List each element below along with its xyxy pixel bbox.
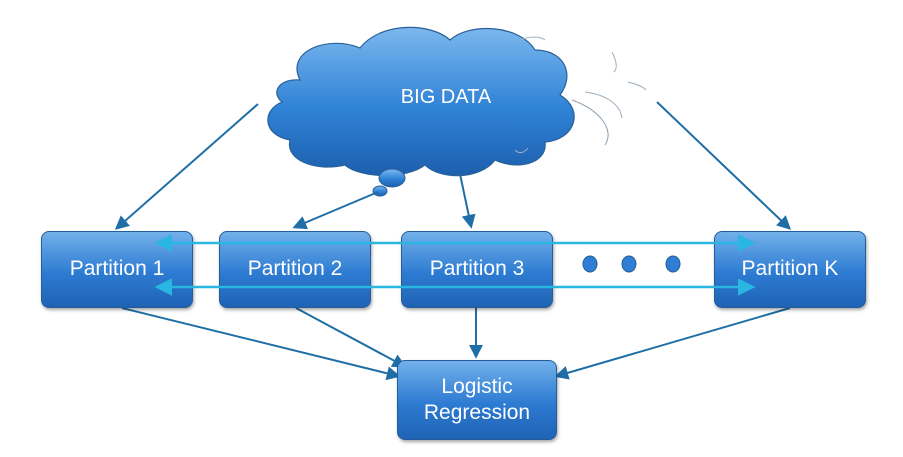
partition-1-box: Partition 1 bbox=[41, 231, 193, 308]
arrow-partition-1-to-model bbox=[121, 307, 401, 381]
model-label-line-1: Logistic bbox=[441, 374, 513, 398]
model-label-line-2: Regression bbox=[423, 401, 531, 424]
partition-k-label: Partition K bbox=[741, 257, 839, 281]
arrow-cloud-to-partition-3 bbox=[459, 173, 476, 229]
arrow-to-partition-1 bbox=[114, 103, 259, 230]
partition-3-box: Partition 3 bbox=[401, 231, 553, 308]
partition-2-label: Partition 2 bbox=[247, 257, 343, 281]
ellipsis-dot bbox=[582, 255, 598, 273]
partition-3-label: Partition 3 bbox=[429, 257, 525, 281]
big-data-label: BIG DATA bbox=[400, 86, 492, 108]
partition-1-label: Partition 1 bbox=[69, 257, 165, 281]
partition-2-box: Partition 2 bbox=[219, 231, 371, 308]
big-data-cloud bbox=[267, 26, 647, 197]
logistic-regression-box: Logistic Regression bbox=[397, 360, 557, 440]
partition-k-box: Partition K bbox=[714, 231, 866, 308]
arrow-cloud-to-partition-2 bbox=[292, 191, 379, 230]
arrow-partition-k-to-model bbox=[554, 307, 791, 380]
ellipsis-dot bbox=[621, 255, 637, 273]
ellipsis-dot bbox=[665, 255, 681, 273]
arrow-to-partition-k bbox=[656, 101, 792, 230]
arrow-partition-2-to-model bbox=[295, 307, 407, 368]
